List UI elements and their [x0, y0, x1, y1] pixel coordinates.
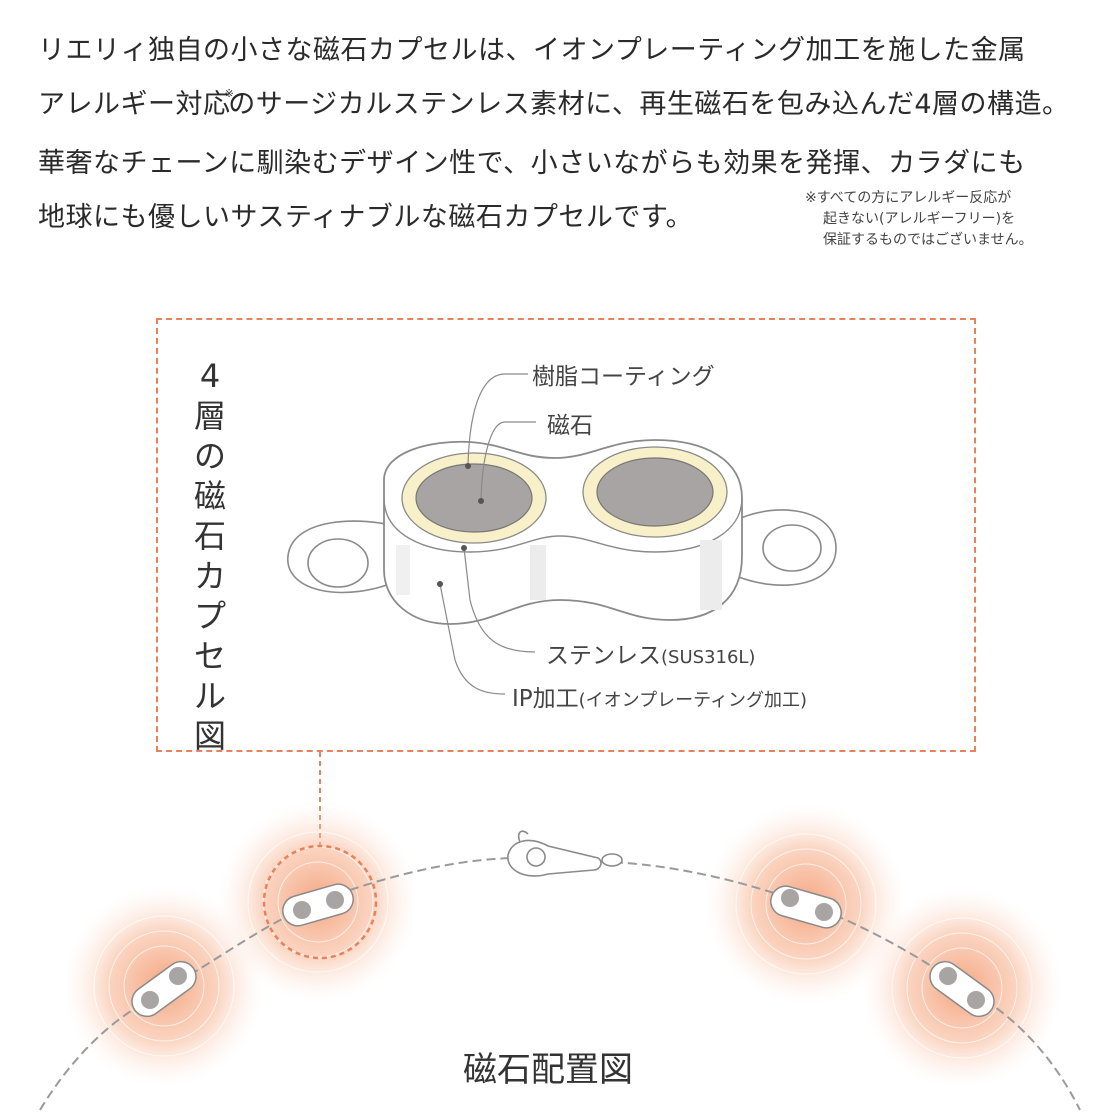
- title-char: ル: [193, 677, 226, 715]
- title-char: 磁: [193, 477, 226, 515]
- allergy-footnote: ※すべての方にアレルギー反応が 起きない(アレルギーフリー)を 保証するものでは…: [805, 188, 1033, 251]
- footnote-mark: ※: [224, 87, 235, 100]
- leader-lines: [439, 373, 536, 695]
- intro-paragraph: リエリィ独自の小さな磁石カプセルは、イオンプレーティング加工を施した金属 アレル…: [38, 24, 1088, 245]
- title-char: 図: [193, 717, 226, 755]
- intro-line-1: リエリィ独自の小さな磁石カプセルは、イオンプレーティング加工を施した金属: [38, 35, 1026, 66]
- label-ip-main: IP加工: [512, 686, 579, 712]
- intro-line-2: アレルギー対応※のサージカルステンレス素材に、再生磁石を包み込んだ4層の構造。: [38, 78, 1088, 137]
- magnet-capsule-illustration: [287, 439, 837, 625]
- label-magnet: 磁石: [547, 413, 593, 439]
- capsule-diagram-title: 4 層 の 磁 石 カ プ セ ル 図: [188, 356, 232, 756]
- right-eyelet: [735, 509, 837, 586]
- chain-capsule-2: [131, 960, 197, 1018]
- label-stainless: ステンレス(SUS316L): [546, 636, 755, 670]
- chain-capsule-1: [282, 883, 354, 927]
- intro-line-2b: のサージカルステンレス素材に、再生磁石を包み込んだ4層の構造。: [228, 89, 1070, 120]
- placement-diagram-title: 磁石配置図: [463, 1050, 633, 1090]
- title-char: カ: [193, 557, 226, 595]
- label-resin-coating: 樹脂コーティング: [532, 364, 715, 390]
- title-char: プ: [193, 597, 226, 635]
- title-char: セ: [193, 637, 226, 675]
- leader-dots: [437, 463, 484, 587]
- intro-line-2a: アレルギー対応: [38, 89, 231, 120]
- footnote-line-3: 保証するものではございません。: [823, 232, 1033, 248]
- footnote-line-2: 起きない(アレルギーフリー)を: [823, 211, 1016, 227]
- capsule-diagram-frame: [156, 318, 976, 752]
- chain-capsule-4: [929, 960, 995, 1018]
- intro-line-3: 華奢なチェーンに馴染むデザイン性で、小さいながらも効果を発揮、カラダにも: [38, 148, 1026, 179]
- body-shading: [530, 545, 546, 600]
- label-stainless-paren: (SUS316L): [661, 647, 756, 668]
- title-char: 4: [199, 357, 221, 395]
- lobster-clasp: [507, 830, 623, 877]
- intro-line-4: 地球にも優しいサスティナブルな磁石カプセルです。: [38, 202, 694, 233]
- chain-capsule-3: [770, 885, 842, 929]
- highlight-circle: [262, 844, 378, 960]
- title-char: 石: [193, 517, 226, 555]
- title-char: の: [193, 437, 226, 475]
- magnet-right: [596, 457, 714, 527]
- left-eyelet: [287, 520, 403, 594]
- label-stainless-main: ステンレス: [546, 643, 661, 669]
- body-shading: [700, 540, 722, 610]
- label-ip-paren: (イオンプレーティング加工): [578, 690, 808, 711]
- label-ip-plating: IP加工(イオンプレーティング加工): [512, 679, 807, 713]
- magnet-left: [415, 463, 533, 533]
- body-shading: [396, 545, 410, 595]
- footnote-line-1: ※すべての方にアレルギー反応が: [805, 190, 1012, 206]
- title-char: 層: [193, 397, 226, 435]
